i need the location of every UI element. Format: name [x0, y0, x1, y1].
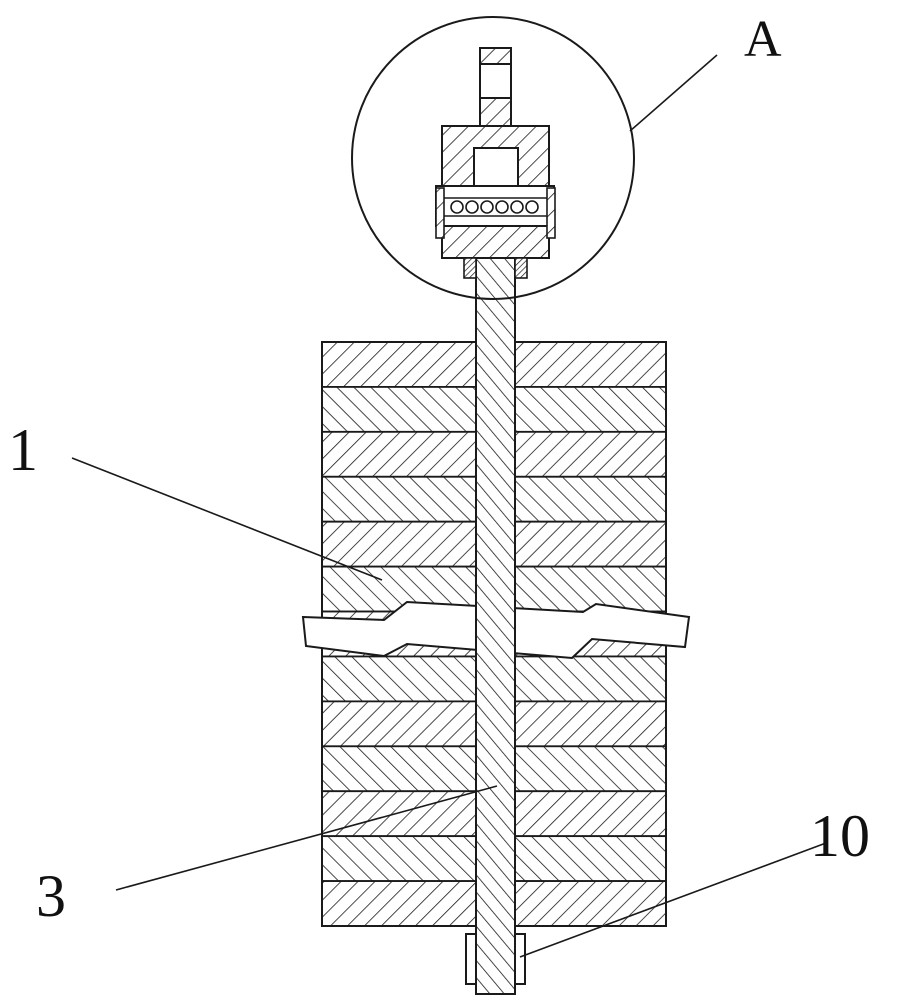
lamination-layer: [321, 341, 477, 388]
lamination-layer: [321, 880, 477, 927]
central-shaft: [475, 225, 516, 995]
lamination-layer: [514, 655, 667, 703]
lamination-layer: [514, 700, 667, 748]
lamination-layer: [514, 880, 667, 927]
leader-10: [519, 842, 827, 958]
lamination-layer: [514, 835, 667, 882]
leader-1: [71, 457, 383, 581]
lamination-layer: [514, 565, 667, 613]
lamination-layer: [514, 430, 667, 478]
callout-a: A: [744, 11, 782, 68]
lamination-layer: [514, 790, 667, 838]
callout-1: 1: [8, 417, 38, 483]
lamination-layer: [321, 386, 477, 433]
lamination-layer: [321, 655, 477, 703]
lamination-layer: [321, 745, 477, 793]
lamination-layer: [321, 520, 477, 568]
top-stem: [479, 47, 512, 127]
lamination-layer: [514, 520, 667, 568]
lock-nut: [463, 257, 528, 279]
bottom-collar-right: [514, 933, 526, 985]
lamination-layer: [321, 835, 477, 882]
callout-10: 10: [810, 803, 870, 869]
leader-3: [115, 785, 498, 891]
lamination-layer: [514, 386, 667, 433]
lamination-layer: [321, 475, 477, 523]
lamination-layer: [514, 341, 667, 388]
lamination-layer: [514, 745, 667, 793]
leader-a: [629, 54, 718, 132]
bottom-collar-left: [465, 933, 477, 985]
bearing-housing: [435, 125, 556, 259]
bearing-balls: [450, 200, 539, 214]
lamination-layer: [321, 700, 477, 748]
callout-3: 3: [36, 863, 66, 929]
detail-circle-a: [351, 16, 635, 300]
laminated-core: [321, 341, 667, 927]
leader-lines: [71, 54, 827, 958]
lamination-layer: [321, 430, 477, 478]
lamination-layer: [514, 475, 667, 523]
